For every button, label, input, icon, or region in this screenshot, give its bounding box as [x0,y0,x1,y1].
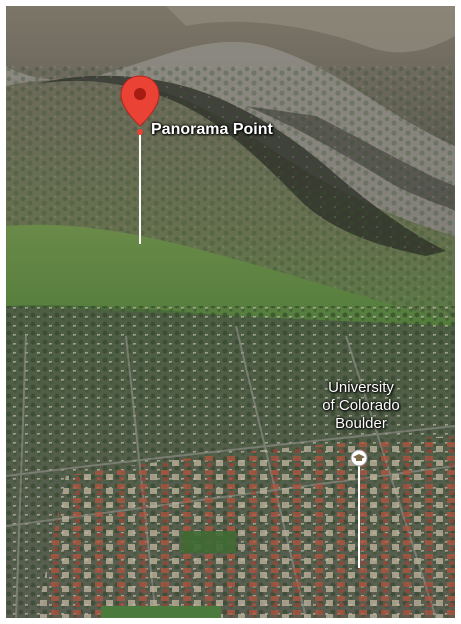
map-view[interactable]: Panorama Point University of Colorado Bo… [6,6,455,618]
red-location-pin-icon[interactable] [120,75,160,135]
university-label-line: University [328,379,394,396]
university-label-line: of Colorado [322,397,400,414]
university-of-colorado-boulder-label[interactable]: University of Colorado Boulder [306,379,416,433]
panorama-point-label[interactable]: Panorama Point [151,121,273,138]
aerial-map-imagery [6,6,455,618]
university-label-line: Boulder [335,415,387,432]
university-icon[interactable] [350,449,368,467]
